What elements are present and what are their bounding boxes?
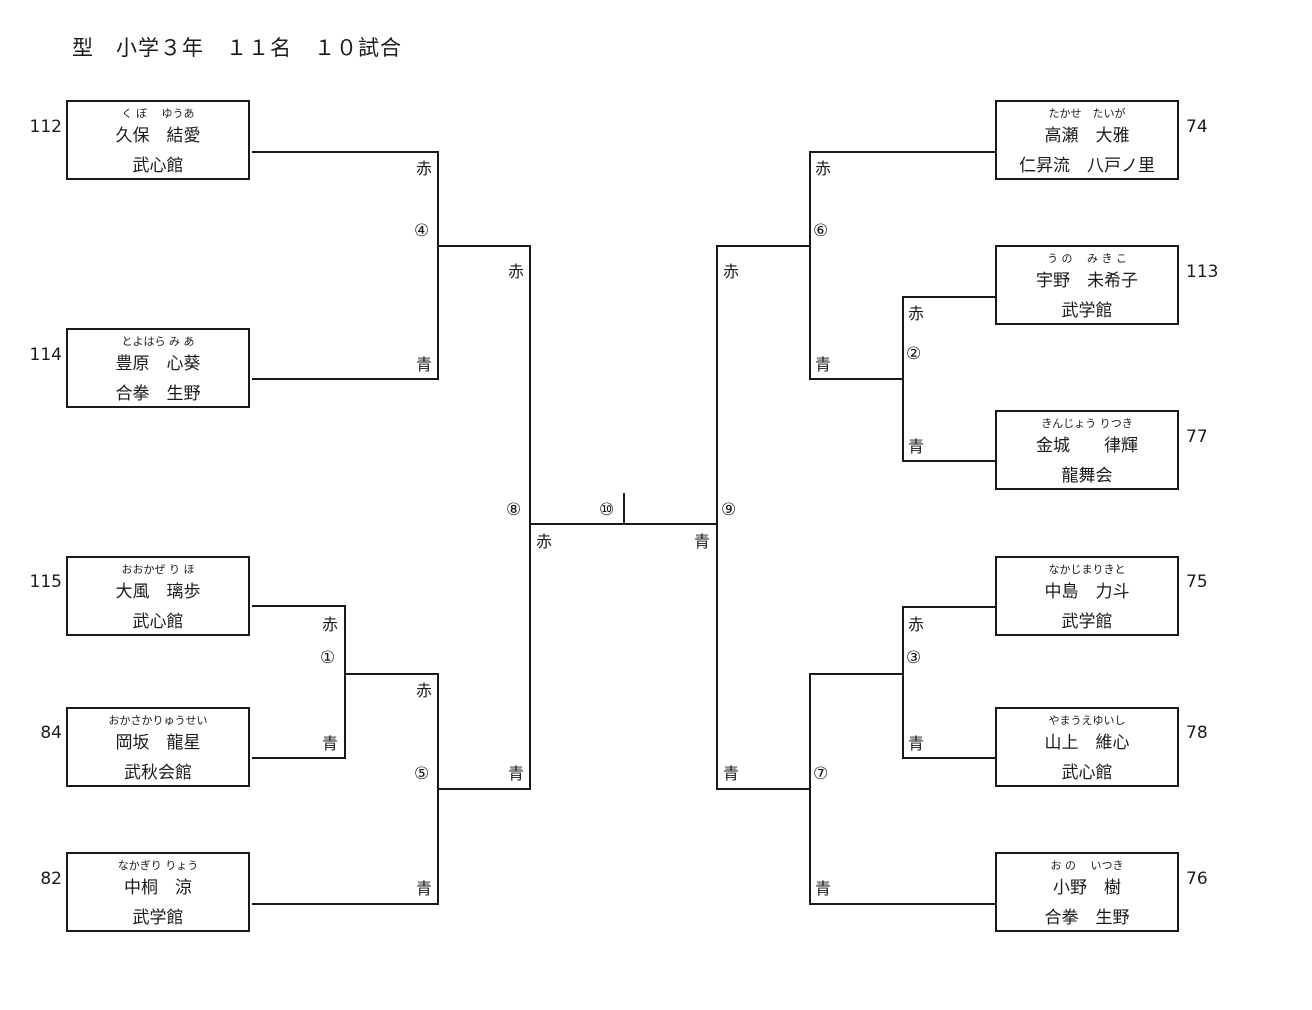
entry-club: 武秋会館 bbox=[124, 763, 192, 783]
match-number-5: ⑤ bbox=[414, 764, 430, 784]
match-number-7: ⑦ bbox=[813, 764, 829, 784]
entry-number: 84 bbox=[40, 723, 62, 743]
red-corner-label: 赤 bbox=[723, 262, 740, 281]
match-number-1: ① bbox=[320, 648, 336, 668]
bracket-line-m8-bottom bbox=[438, 524, 531, 790]
entry-number: 78 bbox=[1186, 723, 1208, 743]
bracket-line-m9-bottom bbox=[716, 524, 810, 790]
bracket-line-m4 bbox=[252, 151, 439, 380]
blue-corner-label: 青 bbox=[815, 879, 832, 898]
entry-ruby: なかぎり りょう bbox=[117, 859, 199, 872]
match-number-2: ② bbox=[906, 344, 922, 364]
match-number-4: ④ bbox=[414, 221, 430, 241]
match-number-9: ⑨ bbox=[721, 500, 737, 520]
entry-club: 合拳 生野 bbox=[115, 384, 201, 404]
bracket-line-m9-top bbox=[716, 245, 810, 524]
blue-corner-label: 青 bbox=[508, 764, 525, 783]
entry-number: 114 bbox=[29, 345, 62, 365]
entry-name: 小野 樹 bbox=[1053, 878, 1121, 898]
bracket-line-m6 bbox=[809, 151, 995, 380]
entry-ruby: おかさかりゅうせい bbox=[108, 714, 208, 727]
entry-club: 龍舞会 bbox=[1061, 466, 1113, 486]
entry-box-left-4: おかさかりゅうせい 岡坂 龍星 武秋会館 bbox=[66, 707, 250, 787]
entry-box-right-2: う の み き こ 宇野 未希子 武学館 bbox=[995, 245, 1179, 325]
entry-name: 高瀬 大雅 bbox=[1044, 126, 1130, 146]
entry-number: 112 bbox=[29, 117, 62, 137]
entry-box-left-5: なかぎり りょう 中桐 涼 武学館 bbox=[66, 852, 250, 932]
match-number-3: ③ bbox=[906, 648, 922, 668]
match-number-8: ⑧ bbox=[506, 500, 522, 520]
entry-ruby: やまうえゆいし bbox=[1048, 714, 1126, 727]
blue-corner-label: 青 bbox=[723, 764, 740, 783]
blue-corner-label: 青 bbox=[908, 734, 925, 753]
entry-box-left-3: おおかぜ り ほ 大風 璃歩 武心館 bbox=[66, 556, 250, 636]
entry-name: 久保 結愛 bbox=[115, 126, 201, 146]
entry-name: 金城 律輝 bbox=[1036, 436, 1138, 456]
blue-corner-label: 青 bbox=[416, 355, 433, 374]
entry-box-right-1: たかせ たいが 高瀬 大雅 仁昇流 八戸ノ里 bbox=[995, 100, 1179, 180]
entry-box-right-6: お の いつき 小野 樹 合拳 生野 bbox=[995, 852, 1179, 932]
blue-corner-label: 青 bbox=[908, 437, 925, 456]
entry-name: 中島 力斗 bbox=[1044, 582, 1130, 602]
entry-number: 75 bbox=[1186, 572, 1208, 592]
entry-club: 武学館 bbox=[132, 908, 184, 928]
entry-box-right-3: きんじょう りつき 金城 律輝 龍舞会 bbox=[995, 410, 1179, 490]
entry-ruby: たかせ たいが bbox=[1048, 107, 1126, 120]
red-corner-label: 赤 bbox=[815, 159, 832, 178]
blue-corner-label: 青 bbox=[815, 355, 832, 374]
red-corner-label: 赤 bbox=[416, 159, 433, 178]
entry-ruby: く ぼ ゆうあ bbox=[121, 107, 195, 120]
bracket-line-m2 bbox=[902, 296, 995, 462]
entry-club: 武心館 bbox=[132, 156, 184, 176]
entry-number: 74 bbox=[1186, 117, 1208, 137]
entry-ruby: おおかぜ り ほ bbox=[121, 563, 195, 576]
blue-corner-label: 青 bbox=[694, 532, 711, 551]
entry-name: 豊原 心葵 bbox=[115, 354, 201, 374]
entry-name: 大風 璃歩 bbox=[115, 582, 201, 602]
bracket-line-m8-top bbox=[438, 245, 531, 524]
bracket-line-m3 bbox=[902, 606, 995, 759]
entry-number: 113 bbox=[1186, 262, 1219, 282]
entry-name: 宇野 未希子 bbox=[1036, 271, 1138, 291]
entry-ruby: なかじまりきと bbox=[1048, 563, 1126, 576]
red-corner-label: 赤 bbox=[908, 615, 925, 634]
entry-ruby: お の いつき bbox=[1050, 859, 1124, 872]
entry-number: 82 bbox=[40, 869, 62, 889]
entry-club: 武心館 bbox=[132, 612, 184, 632]
entry-club: 武学館 bbox=[1061, 612, 1113, 632]
entry-name: 山上 維心 bbox=[1044, 733, 1130, 753]
entry-ruby: きんじょう りつき bbox=[1041, 417, 1133, 430]
entry-number: 115 bbox=[29, 572, 62, 592]
page-title: 型 小学３年 １１名 １０試合 bbox=[72, 36, 402, 60]
entry-name: 岡坂 龍星 bbox=[115, 733, 201, 753]
entry-club: 武心館 bbox=[1061, 763, 1113, 783]
entry-ruby: う の み き こ bbox=[1047, 252, 1127, 265]
red-corner-label: 赤 bbox=[322, 615, 339, 634]
entry-ruby: とよはら み あ bbox=[121, 335, 195, 348]
blue-corner-label: 青 bbox=[416, 879, 433, 898]
entry-box-left-2: とよはら み あ 豊原 心葵 合拳 生野 bbox=[66, 328, 250, 408]
entry-club: 武学館 bbox=[1061, 301, 1113, 321]
entry-club: 合拳 生野 bbox=[1044, 908, 1130, 928]
entry-club: 仁昇流 八戸ノ里 bbox=[1019, 156, 1155, 176]
bracket-line-m1 bbox=[252, 605, 346, 759]
red-corner-label: 赤 bbox=[508, 262, 525, 281]
entry-box-left-1: く ぼ ゆうあ 久保 結愛 武心館 bbox=[66, 100, 250, 180]
red-corner-label: 赤 bbox=[536, 532, 553, 551]
entry-name: 中桐 涼 bbox=[124, 878, 192, 898]
entry-number: 76 bbox=[1186, 869, 1208, 889]
entry-box-right-5: やまうえゆいし 山上 維心 武心館 bbox=[995, 707, 1179, 787]
match-number-10: ⑩ bbox=[599, 500, 615, 520]
red-corner-label: 赤 bbox=[908, 304, 925, 323]
blue-corner-label: 青 bbox=[322, 734, 339, 753]
red-corner-label: 赤 bbox=[416, 681, 433, 700]
entry-box-right-4: なかじまりきと 中島 力斗 武学館 bbox=[995, 556, 1179, 636]
match-number-6: ⑥ bbox=[813, 221, 829, 241]
entry-number: 77 bbox=[1186, 427, 1208, 447]
